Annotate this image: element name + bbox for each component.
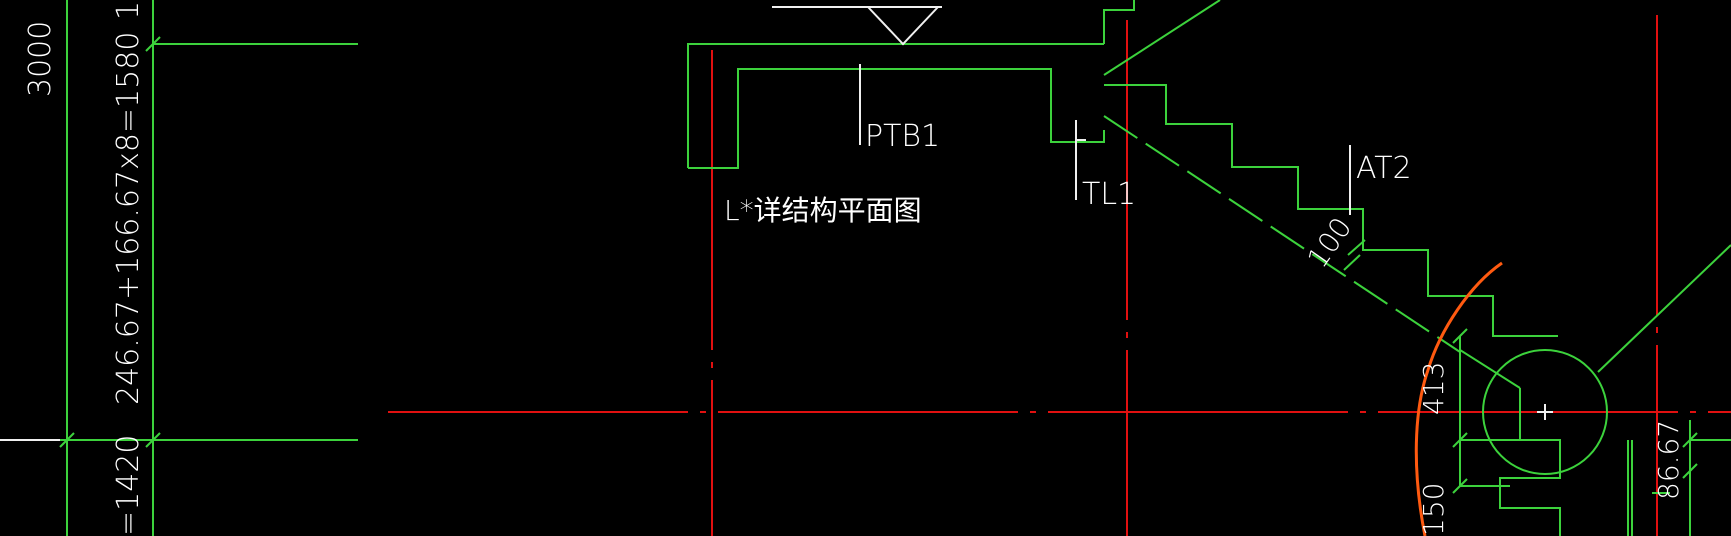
label-86-67: 86.67 (1652, 420, 1685, 500)
revision-cloud (1414, 261, 1503, 536)
axis-lines (388, 15, 1731, 536)
stair-steps (1104, 84, 1558, 337)
label-tl1: TL1 (1082, 177, 1136, 212)
dim-413-tick-3 (1452, 478, 1468, 494)
right-edge-1 (1459, 336, 1521, 389)
dim-100-tick-a (1347, 239, 1366, 256)
stair-top-diagonal (1103, 0, 1221, 76)
landing-outline-outer (687, 43, 1104, 168)
landing-outline-inner (688, 68, 1105, 169)
label-at2: AT2 (1356, 151, 1412, 186)
dim-413-tick-2 (1452, 432, 1468, 448)
label-3000: 3000 (23, 21, 58, 97)
right-diagonal-upper (1597, 244, 1731, 373)
column-circle (1482, 349, 1608, 475)
dim-tick-3 (59, 432, 75, 448)
landing-step-top (1103, 0, 1135, 44)
left-dimension-lines (0, 0, 358, 536)
label-structural-note: L*详结构平面图 (724, 194, 922, 227)
label-150: 150 (1417, 483, 1450, 536)
dim-tick-2 (145, 432, 161, 448)
dim-100-tick-b (1343, 254, 1361, 271)
elevation-triangle (867, 6, 939, 46)
dim-413-tick-1 (1452, 328, 1468, 344)
elevation-symbol (772, 6, 942, 46)
right-steps (1499, 388, 1561, 536)
label-top-partial: 16 (111, 0, 146, 20)
label-bottom-partial: =1420 (111, 435, 146, 536)
dim-86-tick-2 (1682, 463, 1698, 479)
label-ptb1: PTB1 (865, 119, 940, 154)
label-stair-height: 246.67+166.67x8=1580 (111, 32, 146, 405)
stair-soffit-line (1103, 115, 1461, 353)
dim-tick-1 (145, 36, 161, 52)
right-detail (1452, 244, 1731, 536)
label-413: 413 (1417, 362, 1450, 415)
